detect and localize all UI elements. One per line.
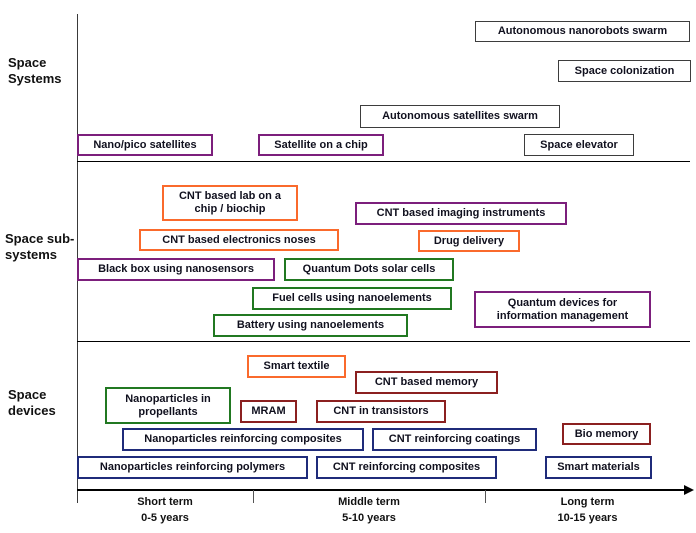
roadmap-item-quantum-dots-solar-cells: Quantum Dots solar cells — [284, 258, 454, 281]
roadmap-item-nanoparticles-in-propellants: Nanoparticles in propellants — [105, 387, 231, 424]
roadmap-item-cnt-imaging-instruments: CNT based imaging instruments — [355, 202, 567, 225]
roadmap-item-battery-nanoelements: Battery using nanoelements — [213, 314, 408, 337]
roadmap-item-nanoparticles-reinforcing-composites: Nanoparticles reinforcing composites — [122, 428, 364, 451]
term-short-label: Short term — [137, 496, 193, 508]
x-axis-arrow-icon — [684, 485, 694, 495]
roadmap-item-cnt-based-memory: CNT based memory — [355, 371, 498, 394]
roadmap-item-mram: MRAM — [240, 400, 297, 423]
roadmap-item-fuel-cells-nanoelements: Fuel cells using nanoelements — [252, 287, 452, 310]
x-axis-tick-1 — [253, 490, 254, 503]
term-middle: Middle term 5-10 years — [253, 496, 485, 524]
roadmap-item-cnt-lab-on-chip-biochip: CNT based lab on a chip / biochip — [162, 185, 298, 221]
x-axis-tick-2 — [485, 490, 486, 503]
roadmap-item-bio-memory: Bio memory — [562, 423, 651, 445]
row-label-space-systems: Space Systems — [8, 55, 62, 86]
roadmap-item-quantum-devices-info-management: Quantum devices for information manageme… — [474, 291, 651, 328]
roadmap-item-space-colonization: Space colonization — [558, 60, 691, 82]
roadmap-item-black-box-nanosensors: Black box using nanosensors — [77, 258, 275, 281]
term-middle-range: 5-10 years — [342, 512, 396, 524]
roadmap-item-satellite-on-a-chip: Satellite on a chip — [258, 134, 384, 156]
roadmap-item-autonomous-satellites-swarm: Autonomous satellites swarm — [360, 105, 560, 128]
roadmap-item-nanoparticles-reinforcing-polymers: Nanoparticles reinforcing polymers — [77, 456, 308, 479]
roadmap-item-nano-pico-satellites: Nano/pico satellites — [77, 134, 213, 156]
term-long-label: Long term — [560, 496, 615, 508]
term-long-range: 10-15 years — [557, 512, 618, 524]
roadmap-item-cnt-in-transistors: CNT in transistors — [316, 400, 446, 423]
section-divider-subsystems-devices — [77, 341, 690, 342]
roadmap-item-smart-textile: Smart textile — [247, 355, 346, 378]
x-axis-line — [77, 489, 685, 491]
row-label-space-devices: Space devices — [8, 387, 56, 418]
row-label-space-sub-systems: Space sub-systems — [5, 231, 75, 262]
roadmap-item-drug-delivery: Drug delivery — [418, 230, 520, 252]
section-divider-systems-subsystems — [77, 161, 690, 162]
term-middle-label: Middle term — [338, 496, 400, 508]
roadmap-item-autonomous-nanorobots-swarm: Autonomous nanorobots swarm — [475, 21, 690, 42]
term-short: Short term 0-5 years — [77, 496, 253, 524]
roadmap-item-cnt-reinforcing-coatings: CNT reinforcing coatings — [372, 428, 537, 451]
roadmap-item-space-elevator: Space elevator — [524, 134, 634, 156]
term-long: Long term 10-15 years — [485, 496, 690, 524]
term-short-range: 0-5 years — [141, 512, 189, 524]
roadmap-item-smart-materials: Smart materials — [545, 456, 652, 479]
roadmap-item-cnt-electronics-noses: CNT based electronics noses — [139, 229, 339, 251]
roadmap-item-cnt-reinforcing-composites: CNT reinforcing composites — [316, 456, 497, 479]
